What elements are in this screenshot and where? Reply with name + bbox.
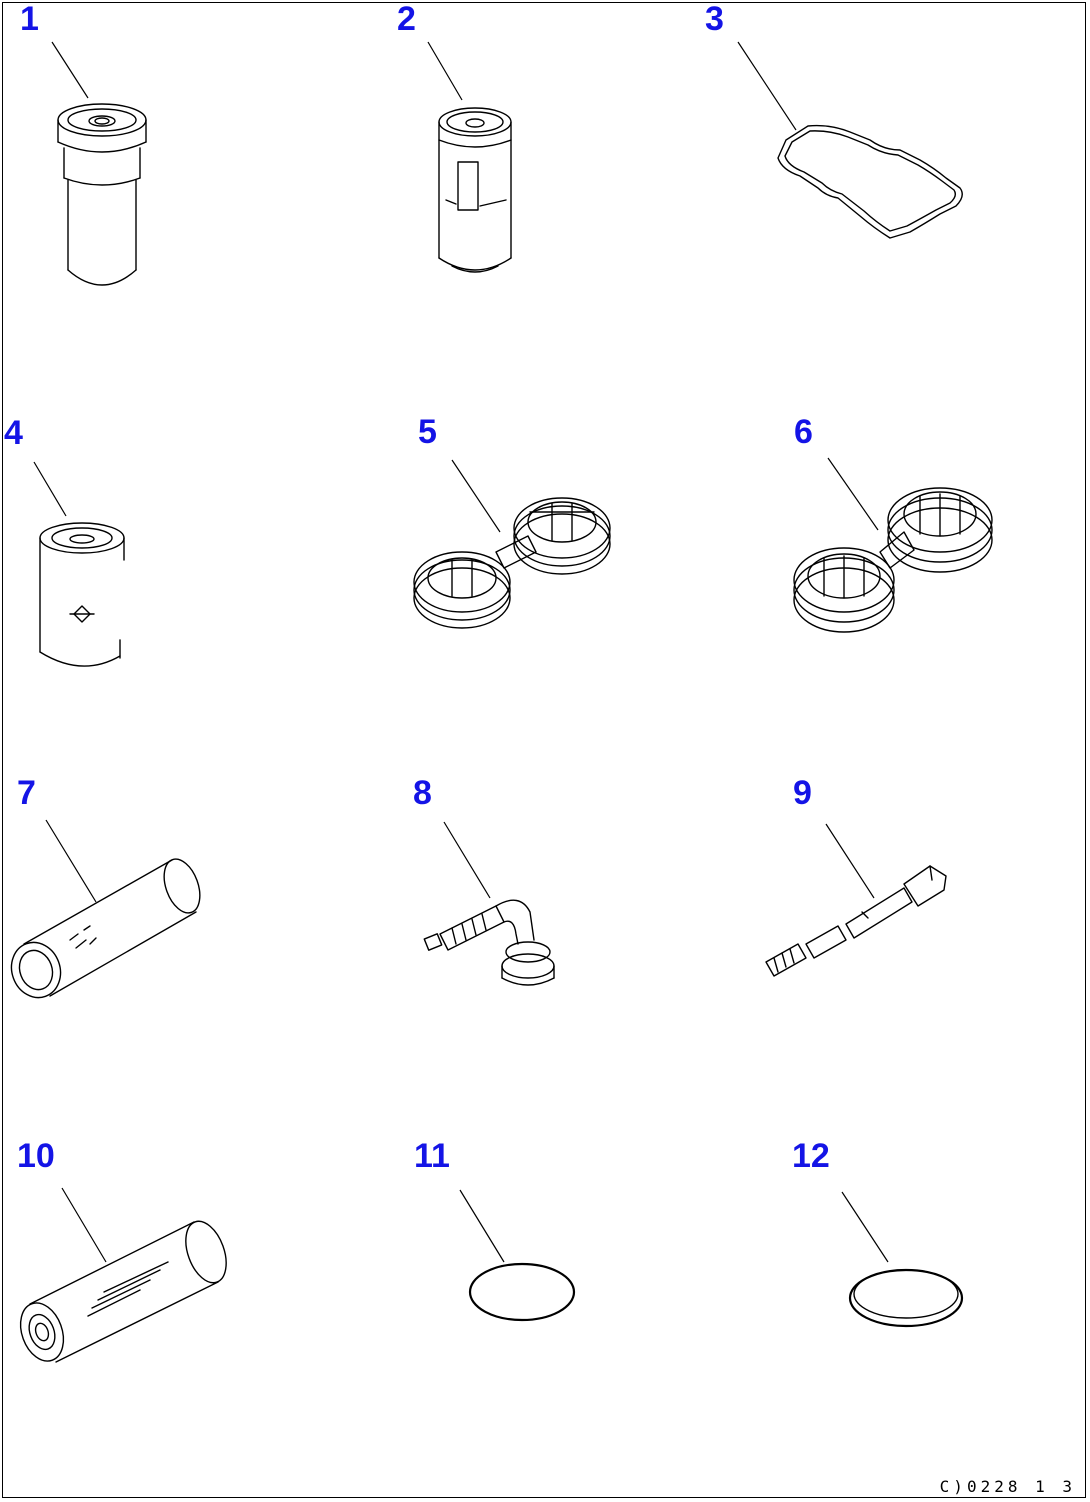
leader-lines [34,42,888,1262]
part-8-sensor [424,900,554,985]
leader-12 [842,1192,888,1262]
callout-2: 2 [397,0,416,38]
leader-8 [444,822,490,898]
leader-2 [428,42,462,100]
leader-6 [828,458,878,530]
leader-10 [62,1188,106,1262]
drawing-code: C)0228 1 3 [939,1477,1076,1496]
leader-9 [826,824,874,898]
part-9-sensor [766,866,946,976]
callout-6: 6 [794,413,813,451]
part-1-filter-cartridge [58,104,146,285]
part-5-filter-wrench [414,498,610,628]
callout-3: 3 [705,0,724,38]
part-4-filter-element [40,523,124,666]
leader-5 [452,460,500,532]
callout-1: 1 [20,0,39,38]
part-3-gasket [778,126,962,238]
part-11-o-ring [470,1264,574,1320]
callout-11: 11 [414,1137,450,1175]
leader-4 [34,462,66,516]
callout-12: 12 [792,1137,830,1175]
leader-3 [738,42,796,130]
callout-4: 4 [4,414,23,452]
part-12-seal-ring [850,1270,962,1326]
leader-1 [52,42,88,98]
leader-7 [46,820,96,902]
part-10-filter-element [13,1216,234,1367]
callout-7: 7 [17,774,36,812]
callout-5: 5 [418,413,437,451]
part-7-filter-element [4,854,207,1004]
part-6-filter-wrench [794,488,992,632]
callout-8: 8 [413,774,432,812]
part-2-spin-on-filter [439,108,511,272]
callout-9: 9 [793,774,812,812]
leader-11 [460,1190,504,1262]
callout-10: 10 [17,1137,55,1175]
